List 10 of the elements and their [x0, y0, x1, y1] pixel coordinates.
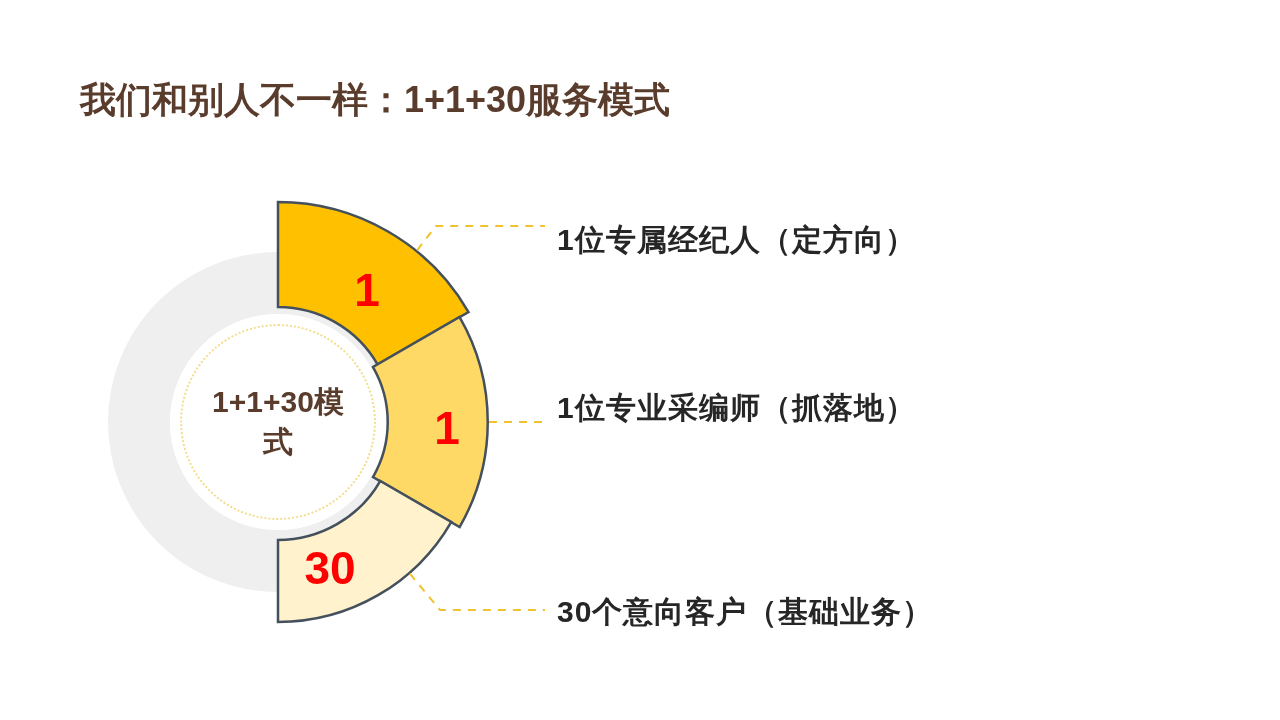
segment-number: 30: [304, 541, 356, 595]
segment-number: 1: [434, 401, 460, 455]
item-label: 1位专属经纪人（定方向）: [557, 221, 916, 258]
leader-line: [416, 225, 546, 252]
segment-number: 1: [354, 263, 380, 317]
item-label: 1位专业采编师（抓落地）: [557, 389, 916, 426]
leader-line: [408, 572, 546, 611]
center-label: 1+1+30模式: [211, 383, 345, 460]
title: 我们和别人不一样：1+1+30服务模式: [80, 78, 671, 122]
item-label: 30个意向客户（基础业务）: [557, 593, 934, 630]
